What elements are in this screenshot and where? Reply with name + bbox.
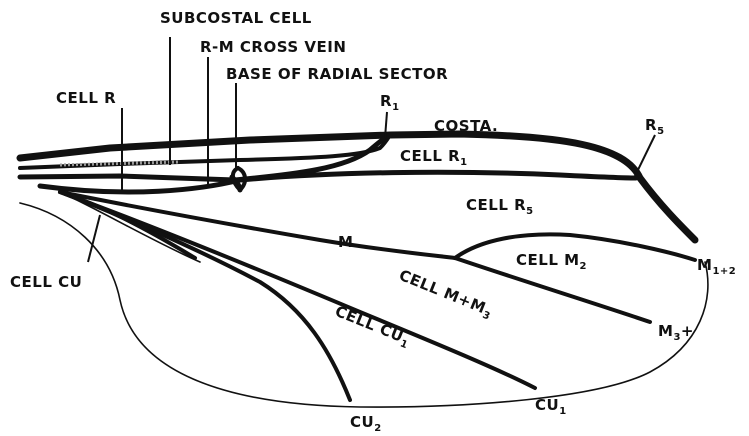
label-base-radial-sector: BASE OF RADIAL SECTOR xyxy=(226,65,448,83)
label-costa: COSTA. xyxy=(434,117,498,135)
label-rm-cross-vein: R-M CROSS VEIN xyxy=(200,38,346,56)
label-r5: R5 xyxy=(645,116,665,137)
label-cell-cu: CELL CU xyxy=(10,273,82,291)
label-m3: M3+ xyxy=(658,322,694,343)
label-r1: R1 xyxy=(380,92,400,113)
label-m1-2: M1+2 xyxy=(697,256,736,277)
label-subcostal-cell: SUBCOSTAL CELL xyxy=(160,9,312,27)
leader-r5 xyxy=(635,135,655,176)
leader-cell-cu xyxy=(88,215,100,262)
label-cell-m2: CELL M2 xyxy=(516,251,587,272)
anal-vein xyxy=(60,192,200,262)
label-cu1: CU1 xyxy=(535,396,567,417)
label-cell-cu1: CELL CU1 xyxy=(331,302,413,351)
label-cell-r: CELL R xyxy=(56,89,116,107)
label-cell-r5: CELL R5 xyxy=(466,196,534,217)
label-cell-r1: CELL R1 xyxy=(400,147,468,168)
label-cell-m-m3: CELL M+M3 xyxy=(395,266,495,323)
media-vein xyxy=(60,192,455,258)
cu2-vein xyxy=(60,192,350,400)
label-cu2: CU2 xyxy=(350,413,382,434)
label-m: M xyxy=(338,233,353,251)
